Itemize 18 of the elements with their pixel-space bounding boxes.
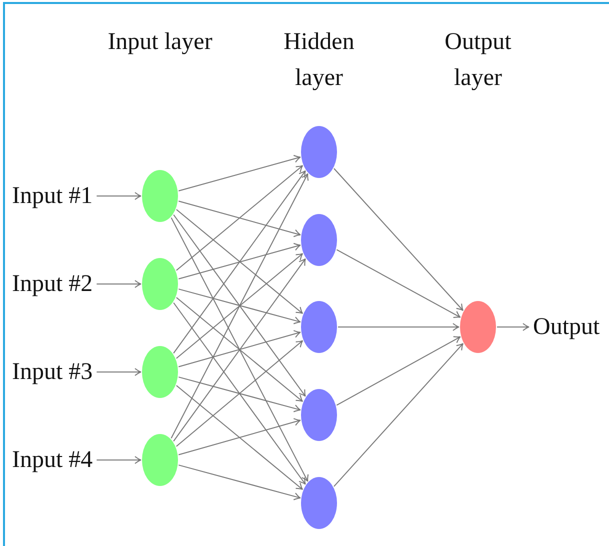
hidden-neuron xyxy=(301,477,337,529)
input-label: Input #3 xyxy=(12,358,93,386)
input-neuron xyxy=(142,346,178,398)
hidden-neuron xyxy=(301,126,337,178)
input-label: Input #2 xyxy=(12,270,93,298)
input-neuron xyxy=(142,170,178,222)
output-neuron xyxy=(460,301,496,353)
input-label: Input #1 xyxy=(12,182,93,210)
layer-heading: Input layer xyxy=(106,28,214,57)
hidden-neuron xyxy=(301,214,337,266)
hidden-neuron xyxy=(301,389,337,441)
input-neuron xyxy=(142,434,178,486)
input-label: Input #4 xyxy=(12,446,93,474)
layer-heading: Hidden layer xyxy=(282,28,356,93)
hidden-neuron xyxy=(301,301,337,353)
layer-heading: Output layer xyxy=(444,28,512,93)
output-label: Output xyxy=(533,313,600,341)
input-neuron xyxy=(142,258,178,310)
